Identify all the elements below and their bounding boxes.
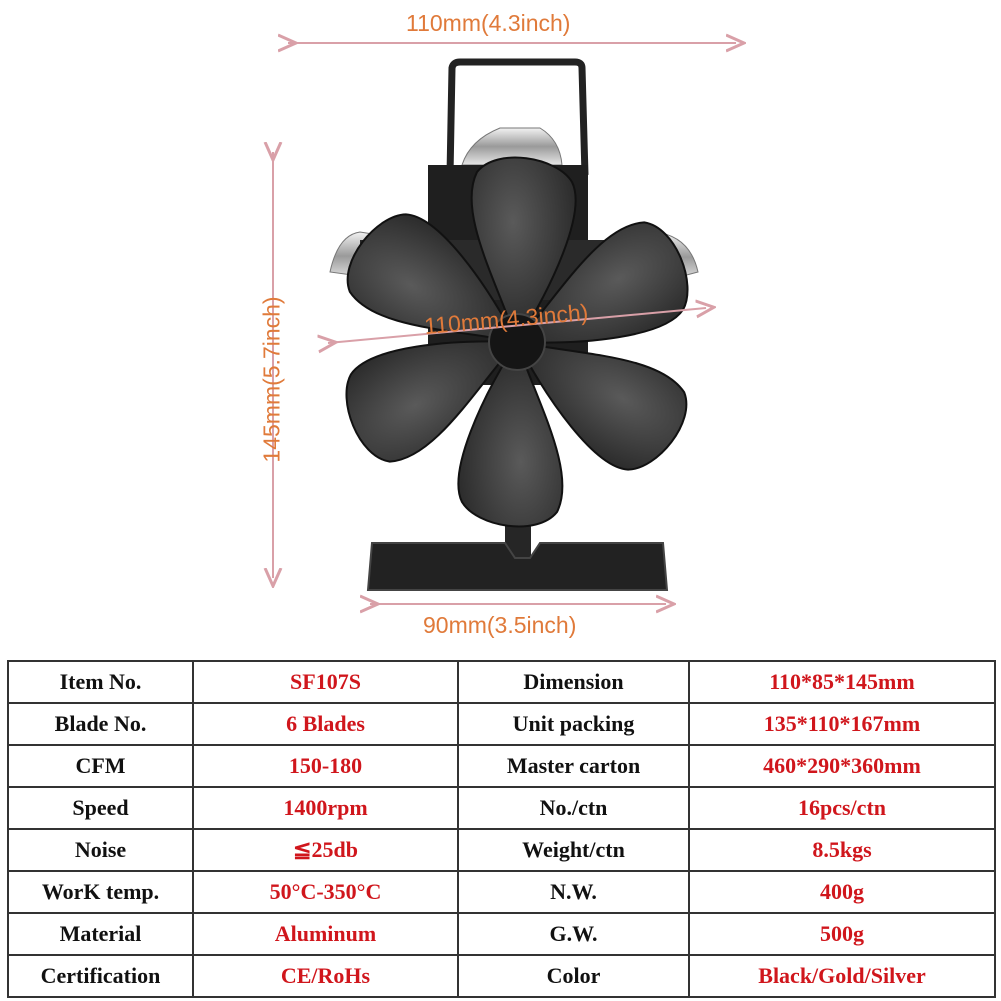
spec-label: Material <box>7 912 194 956</box>
height-dimension-label: 145mm(5.7inch) <box>258 296 285 463</box>
spec-label: Noise <box>7 828 194 872</box>
spec-value: Aluminum <box>192 912 459 956</box>
fan-blades <box>326 156 708 528</box>
spec-value: 150-180 <box>192 744 459 788</box>
table-row: WorK temp. 50°C-350°C N.W. 400g <box>7 870 996 914</box>
spec-label: Item No. <box>7 660 194 704</box>
table-row: Material Aluminum G.W. 500g <box>7 912 996 956</box>
spec-value: SF107S <box>192 660 459 704</box>
spec-label: Master carton <box>457 744 690 788</box>
fan-illustration <box>0 0 1001 650</box>
spec-label: CFM <box>7 744 194 788</box>
spec-label: WorK temp. <box>7 870 194 914</box>
spec-label: Weight/ctn <box>457 828 690 872</box>
table-row: Blade No. 6 Blades Unit packing 135*110*… <box>7 702 996 746</box>
spec-value: 6 Blades <box>192 702 459 746</box>
spec-value: 400g <box>688 870 996 914</box>
stand-base <box>368 543 667 590</box>
base-dimension-label: 90mm(3.5inch) <box>423 612 577 638</box>
spec-value: 50°C-350°C <box>192 870 459 914</box>
table-row: Certification CE/RoHs Color Black/Gold/S… <box>7 954 996 998</box>
spec-label: Color <box>457 954 690 998</box>
spec-value: 460*290*360mm <box>688 744 996 788</box>
blade-span-arrow <box>328 308 706 343</box>
spec-label: N.W. <box>457 870 690 914</box>
table-row: Item No. SF107S Dimension 110*85*145mm <box>7 660 996 704</box>
spec-label: Blade No. <box>7 702 194 746</box>
spec-value: 135*110*167mm <box>688 702 996 746</box>
spec-value: 8.5kgs <box>688 828 996 872</box>
fan-handle <box>446 58 589 176</box>
spec-value: 16pcs/ctn <box>688 786 996 830</box>
spec-table: Item No. SF107S Dimension 110*85*145mm B… <box>7 660 996 998</box>
product-figure: 110mm(4.3inch) 145mm(5.7inch) 90mm(3.5in… <box>0 0 1001 650</box>
spec-label: Certification <box>7 954 194 998</box>
spec-value: CE/RoHs <box>192 954 459 998</box>
table-row: Noise ≦25db Weight/ctn 8.5kgs <box>7 828 996 872</box>
width-dimension-label: 110mm(4.3inch) <box>406 10 571 36</box>
spec-value: Black/Gold/Silver <box>688 954 996 998</box>
spec-value: 1400rpm <box>192 786 459 830</box>
spec-label: G.W. <box>457 912 690 956</box>
spec-value: 500g <box>688 912 996 956</box>
spec-value: ≦25db <box>192 828 459 872</box>
spec-value: 110*85*145mm <box>688 660 996 704</box>
table-row: Speed 1400rpm No./ctn 16pcs/ctn <box>7 786 996 830</box>
spec-label: No./ctn <box>457 786 690 830</box>
spec-label: Speed <box>7 786 194 830</box>
spec-label: Dimension <box>457 660 690 704</box>
table-row: CFM 150-180 Master carton 460*290*360mm <box>7 744 996 788</box>
spec-label: Unit packing <box>457 702 690 746</box>
